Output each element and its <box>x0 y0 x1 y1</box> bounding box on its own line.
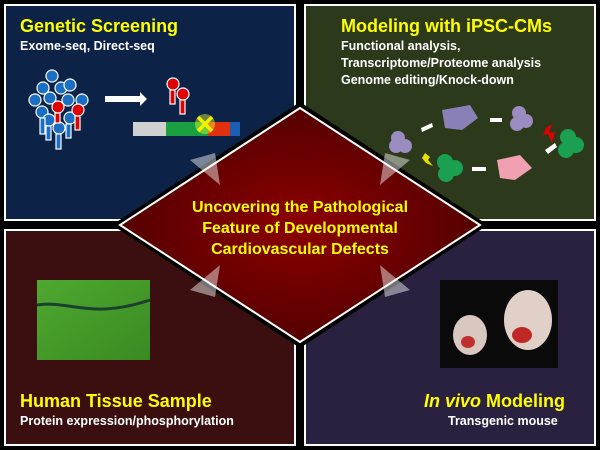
ipsc-line-1: Functional analysis, <box>341 39 461 53</box>
ipsc-title: Modeling with iPSC-CMs <box>341 16 552 36</box>
center-title-line-1: Uncovering the Pathological <box>191 199 409 216</box>
ipsc-line-2: Transcriptome/Proteome analysis <box>341 56 542 70</box>
arrows-to-center <box>190 153 410 297</box>
gene-bar <box>133 114 240 136</box>
ipsc-line-3: Genome editing/Knock-down <box>341 73 514 87</box>
arrow-icon <box>105 92 147 106</box>
center-title-line-3: Cardiovascular Defects <box>211 241 389 258</box>
genetic-screening-subtitle: Exome-seq, Direct-seq <box>20 39 155 53</box>
tissue-image <box>37 280 150 360</box>
human-tissue-title: Human Tissue Sample <box>20 391 212 411</box>
in-vivo-title: In vivo Modeling <box>424 391 565 412</box>
in-vivo-rest: Modeling <box>481 391 566 411</box>
human-tissue-subtitle: Protein expression/phosphorylation <box>20 414 234 428</box>
in-vivo-subtitle: Transgenic mouse <box>448 414 558 428</box>
population-icon <box>28 69 190 150</box>
ipsc-cycle-icons <box>389 105 584 182</box>
center-title: Uncovering the Pathological Feature of D… <box>150 197 450 260</box>
in-vivo-italic: In vivo <box>424 391 482 411</box>
center-title-line-2: Feature of Developmental <box>202 220 398 237</box>
genetic-screening-title: Genetic Screening <box>20 16 179 36</box>
